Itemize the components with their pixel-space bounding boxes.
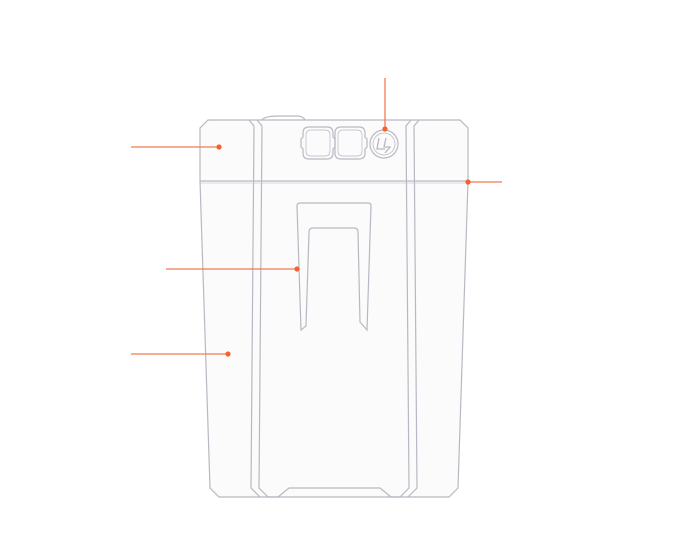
top-left-callout xyxy=(131,144,222,150)
body-outline xyxy=(199,119,469,498)
connector-port-icon xyxy=(300,126,336,160)
belt-clip xyxy=(296,202,372,332)
logo-badge-callout xyxy=(382,78,388,132)
top-bump xyxy=(261,115,306,121)
device-body xyxy=(199,115,469,498)
left-divider-inner xyxy=(256,119,412,498)
left-divider-outer xyxy=(248,119,261,498)
connector-port-icon xyxy=(334,126,368,160)
right-divider xyxy=(407,119,420,498)
side-panel-callout xyxy=(131,351,231,357)
clip-callout xyxy=(166,266,300,272)
seam-callout xyxy=(465,179,502,185)
